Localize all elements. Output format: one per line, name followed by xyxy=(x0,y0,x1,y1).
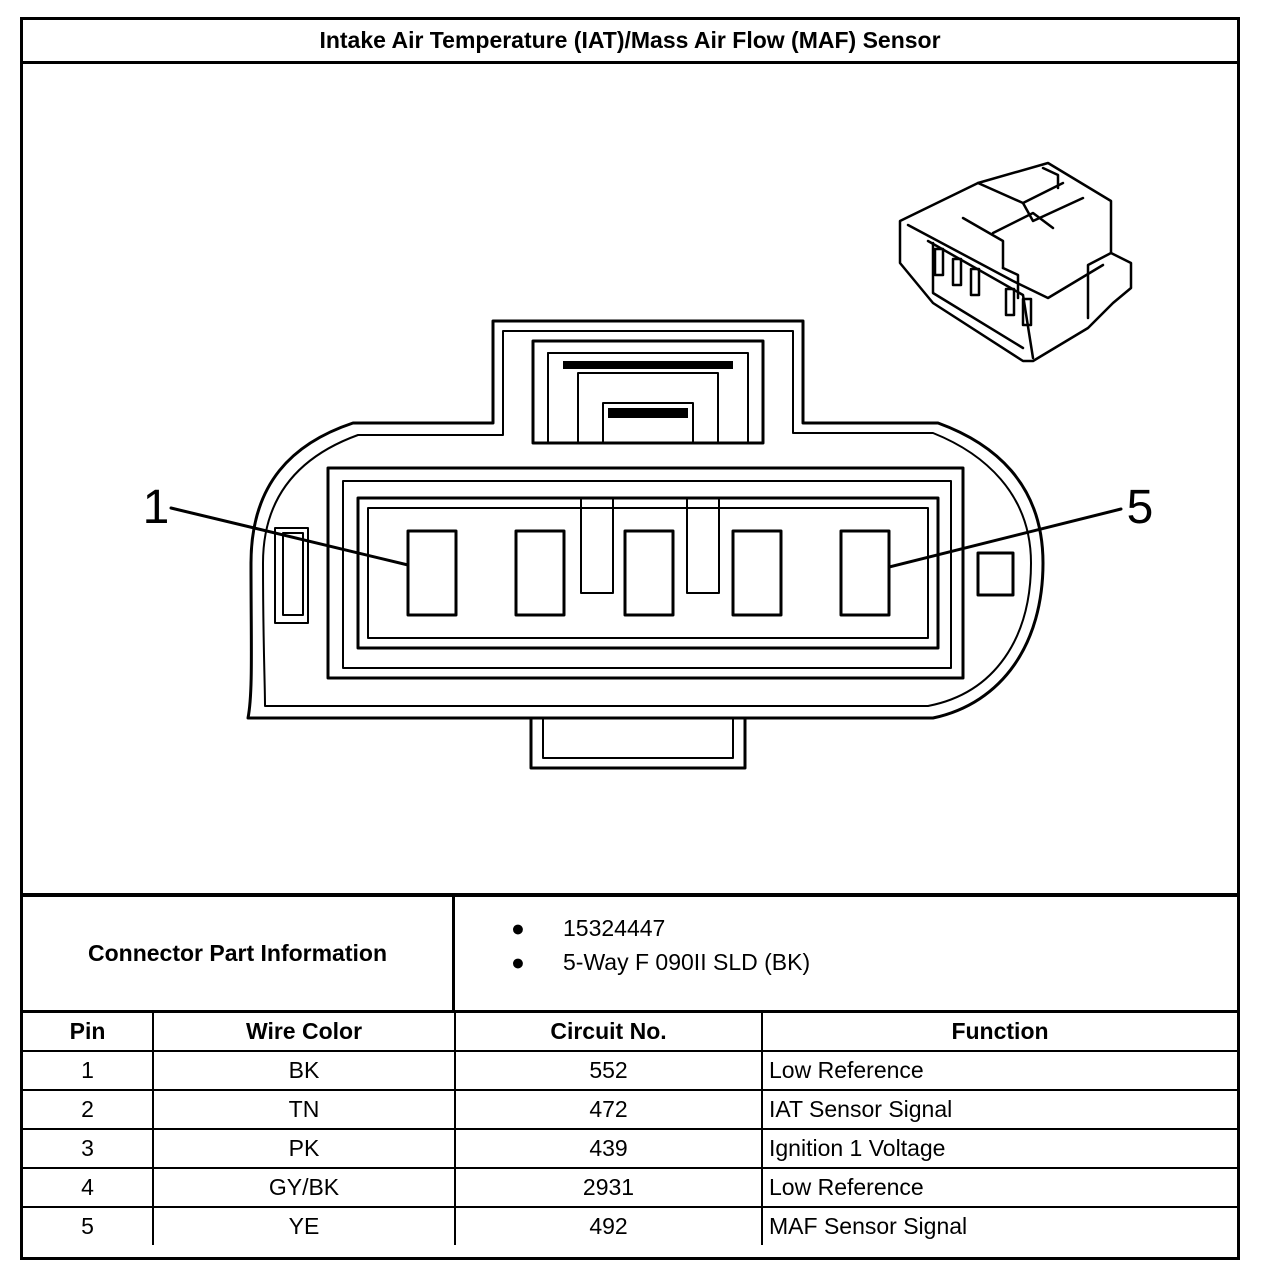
pin-number: 2 xyxy=(23,1089,154,1130)
table-row: 2 TN 472 IAT Sensor Signal xyxy=(23,1089,1237,1130)
bullet-icon: ● xyxy=(511,949,525,975)
pin-function: IAT Sensor Signal xyxy=(761,1089,1237,1130)
pin-1-leader xyxy=(169,506,410,567)
wire-color: PK xyxy=(152,1128,456,1169)
connector-part-information-list: ● 15324447 ● 5-Way F 090II SLD (BK) xyxy=(503,911,810,979)
circuit-number: 2931 xyxy=(454,1167,763,1208)
pin-function: Ignition 1 Voltage xyxy=(761,1128,1237,1169)
connector-bottom-tab xyxy=(529,716,747,770)
connector-shell-inner xyxy=(262,330,1032,707)
circuit-number: 492 xyxy=(454,1206,763,1245)
pin-number: 5 xyxy=(23,1206,154,1245)
pin-number: 3 xyxy=(23,1128,154,1169)
pin-cavity-5 xyxy=(839,529,891,617)
table-row: 5 YE 492 MAF Sensor Signal xyxy=(23,1206,1237,1245)
connector-sheet: Intake Air Temperature (IAT)/Mass Air Fl… xyxy=(20,17,1240,1260)
pin-function: MAF Sensor Signal xyxy=(761,1206,1237,1245)
pin-function: Low Reference xyxy=(761,1167,1237,1208)
pin-cavity-2 xyxy=(514,529,566,617)
wire-color: BK xyxy=(152,1050,456,1091)
pin-label-1: 1 xyxy=(143,481,170,534)
pin-number: 4 xyxy=(23,1167,154,1208)
circuit-number: 472 xyxy=(454,1089,763,1130)
header-wire-color: Wire Color xyxy=(152,1013,456,1052)
header-circuit-no: Circuit No. xyxy=(454,1013,763,1052)
wire-color: GY/BK xyxy=(152,1167,456,1208)
connector-housing xyxy=(326,466,965,680)
part-description: 5-Way F 090II SLD (BK) xyxy=(563,949,811,975)
pin-table: Pin Wire Color Circuit No. Function 1 BK… xyxy=(23,1013,1237,1245)
connector-latch xyxy=(531,339,765,445)
pin-5-leader xyxy=(887,507,1123,569)
part-number: 15324447 xyxy=(563,915,666,941)
circuit-number: 439 xyxy=(454,1128,763,1169)
wire-color: YE xyxy=(152,1206,456,1245)
bullet-icon: ● xyxy=(511,915,525,941)
pin-table-header: Pin Wire Color Circuit No. Function xyxy=(23,1013,1237,1052)
pin-number: 1 xyxy=(23,1050,154,1091)
page-title: Intake Air Temperature (IAT)/Mass Air Fl… xyxy=(23,20,1237,64)
pin-function: Low Reference xyxy=(761,1050,1237,1091)
part-info-item: ● 5-Way F 090II SLD (BK) xyxy=(503,945,810,979)
table-row: 3 PK 439 Ignition 1 Voltage xyxy=(23,1128,1237,1169)
connector-part-information: Connector Part Information ● 15324447 ● … xyxy=(23,893,1237,1013)
table-row: 1 BK 552 Low Reference xyxy=(23,1050,1237,1091)
pin-label-5: 5 xyxy=(1127,481,1154,534)
table-row: 4 GY/BK 2931 Low Reference xyxy=(23,1167,1237,1208)
connector-shell xyxy=(246,319,1045,720)
connector-isometric-icon xyxy=(898,161,1133,363)
pin-cavity-3 xyxy=(623,529,675,617)
pin-cavity-4 xyxy=(731,529,783,617)
part-info-item: ● 15324447 xyxy=(503,911,810,945)
pin-cavity-1 xyxy=(406,529,458,617)
header-pin: Pin xyxy=(23,1013,154,1052)
connector-part-information-label: Connector Part Information xyxy=(23,897,455,1010)
wire-color: TN xyxy=(152,1089,456,1130)
header-function: Function xyxy=(761,1013,1237,1052)
connector-diagram: 1 5 xyxy=(143,161,1154,770)
circuit-number: 552 xyxy=(454,1050,763,1091)
